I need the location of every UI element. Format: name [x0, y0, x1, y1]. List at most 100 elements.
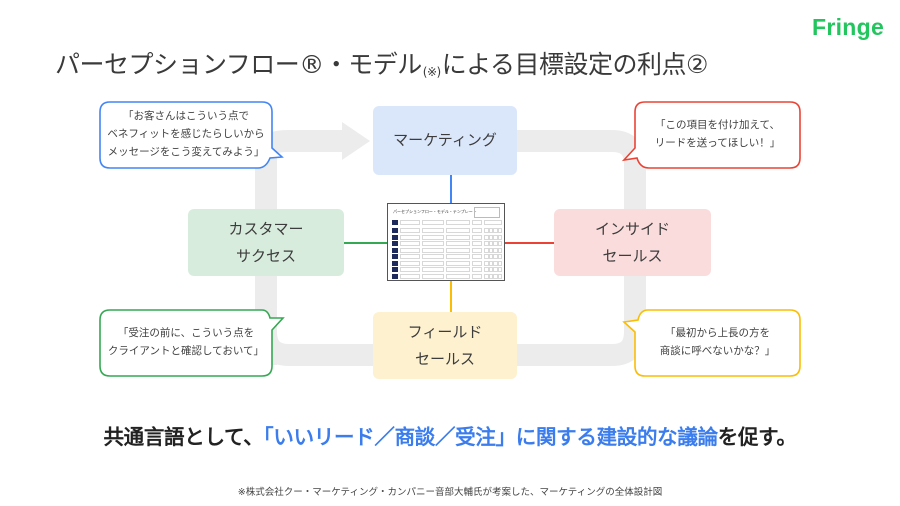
cycle-arrow-head [342, 122, 370, 160]
template-cell [400, 267, 420, 272]
template-cell [422, 247, 444, 253]
template-cell [422, 228, 444, 233]
template-cell [484, 260, 489, 266]
template-cell [446, 234, 470, 240]
template-cell [484, 247, 489, 253]
brand-logo: Fringe [812, 14, 885, 40]
bubble-customer-success-feedback: 「受注の前に、こういう点を クライアントと確認しておいて」 [100, 310, 272, 376]
bubble-outline-marketing [99, 101, 284, 169]
node-customer-success-line2: サクセス [235, 246, 296, 265]
bubble-line: 「お客さんはこういう点で [122, 110, 249, 123]
template-cell [497, 241, 502, 246]
page-title: パーセプションフロー®・モデル(※)による目標設定の利点② [55, 45, 708, 81]
template-cell [422, 220, 444, 225]
template-cell [472, 241, 482, 246]
bubble-outline-field-sales [622, 309, 801, 377]
template-cell [422, 234, 444, 240]
bubble-line: 商談に呼べないかな？」 [659, 345, 776, 357]
template-cell [497, 228, 502, 233]
template-cell [497, 260, 502, 266]
bubble-outline-customer-success [99, 309, 285, 377]
template-cell [422, 254, 444, 259]
template-cell [472, 254, 482, 259]
template-cell [392, 241, 398, 246]
template-cell [472, 267, 482, 272]
node-marketing-label: マーケティング [393, 131, 497, 150]
template-cell [488, 267, 493, 272]
template-row [392, 234, 502, 240]
template-cell [497, 247, 502, 253]
template-cell [484, 241, 489, 246]
node-inside-sales-line1: インサイド [594, 220, 670, 239]
template-cell [488, 254, 493, 259]
template-cell [488, 247, 493, 253]
template-cell [493, 273, 498, 279]
template-cell [400, 220, 420, 225]
bubble-outline-inside-sales [621, 101, 801, 169]
template-cell [400, 228, 420, 233]
template-cell [484, 234, 489, 240]
template-cell [497, 267, 502, 272]
template-cell [472, 228, 482, 233]
title-note-mark: (※) [422, 65, 441, 79]
template-cell [400, 254, 420, 259]
template-cell [484, 228, 489, 233]
bubble-line: 「この項目を付け加えて、 [655, 119, 780, 132]
template-row [392, 254, 502, 259]
message-part1: 共通言語として、 [103, 425, 264, 449]
template-thumbnail: パーセプションフロー・モデル・テンプレート [387, 203, 505, 281]
template-cell [392, 267, 398, 272]
template-cell [493, 241, 498, 246]
template-cell [446, 273, 470, 279]
bubble-line: 「最初から上長の方を [665, 327, 770, 340]
template-cell [488, 234, 493, 240]
node-field-sales-line1: フィールド [407, 323, 483, 342]
template-cell [392, 228, 398, 233]
bubble-line: メッセージをこう変えてみよう」 [107, 145, 265, 158]
title-suffix: による目標設定の利点② [441, 50, 709, 79]
template-row [392, 247, 502, 253]
template-cell [446, 247, 470, 253]
node-marketing: マーケティング [373, 106, 517, 175]
template-cell [484, 220, 502, 225]
template-cell [400, 247, 420, 253]
template-cell [446, 260, 470, 266]
template-cell [497, 234, 502, 240]
node-field-sales-line2: セールス [414, 349, 475, 368]
template-cell [484, 267, 489, 272]
template-cell [472, 260, 482, 266]
template-row [392, 273, 502, 279]
node-customer-success: カスタマー サクセス [188, 209, 344, 276]
template-cell [484, 273, 489, 279]
template-cell [422, 267, 444, 272]
bubble-inside-sales-feedback: 「この項目を付け加えて、 リードを送ってほしい！」 [635, 102, 800, 168]
template-cell [400, 273, 420, 279]
template-row [392, 241, 502, 246]
title-main: パーセプションフロー®・モデル [55, 50, 422, 79]
template-cell [392, 247, 398, 253]
template-cell [493, 234, 498, 240]
template-cell [392, 254, 398, 259]
template-cell [472, 247, 482, 253]
template-cell [392, 260, 398, 266]
template-cell [484, 254, 489, 259]
node-customer-success-line1: カスタマー [228, 220, 304, 239]
message-part2: を促す。 [717, 425, 797, 449]
template-cell [400, 260, 420, 266]
template-cell [446, 241, 470, 246]
template-cell [472, 273, 482, 279]
template-cell [497, 254, 502, 259]
template-row [392, 267, 502, 272]
template-cell [488, 273, 493, 279]
template-cell [392, 234, 398, 240]
template-row [392, 260, 502, 266]
message-highlight: 「いいリード／商談／受注」に関する建設的な議論 [263, 425, 718, 449]
node-inside-sales: インサイド セールス [554, 209, 711, 276]
template-title: パーセプションフロー・モデル・テンプレート [393, 209, 477, 214]
bubble-line: ベネフィットを感じたらしいから [107, 128, 265, 141]
template-cell [400, 241, 420, 246]
bubble-line: リードを送ってほしい！」 [654, 137, 781, 149]
template-cell [493, 228, 498, 233]
template-cell [493, 254, 498, 259]
template-cell [446, 254, 470, 259]
